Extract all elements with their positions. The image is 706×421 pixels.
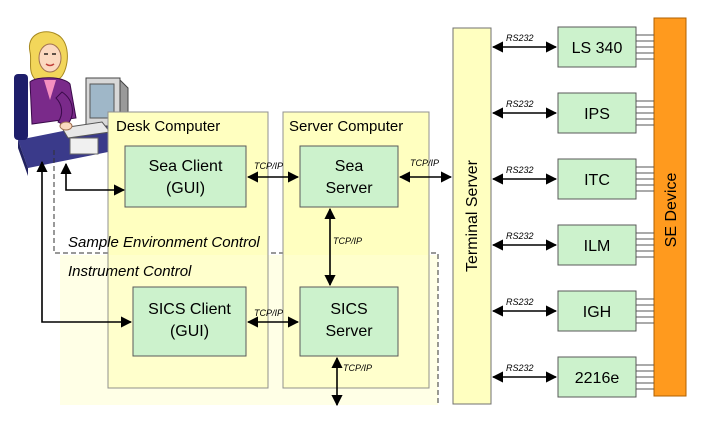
tcpip-label-sea-link: TCP/IP [254,161,283,171]
rs232-label: RS232 [506,231,534,241]
rs232-label: RS232 [506,363,534,373]
sea-server-box [299,145,399,208]
device-box [557,158,637,200]
server-computer-title: Server Computer [289,118,403,135]
control-boundary-dashed [53,150,439,405]
device-box [557,26,637,68]
se-device-label: SE Device [663,173,680,248]
rs232-label: RS232 [506,33,534,43]
sea-server-sublabel: Server [325,180,373,197]
device-label: LS 340 [572,40,623,57]
sea-server-label: Sea [335,158,364,175]
instrument-control-label: Instrument Control [68,263,192,280]
sics-client-sublabel: (GUI) [170,323,209,340]
sea-client-label: Sea Client [149,158,223,175]
device-label: 2216e [575,370,620,387]
tcpip-label-downlink: TCP/IP [343,363,372,373]
rs232-label: RS232 [506,297,534,307]
tcpip-label-vertical: TCP/IP [333,236,362,246]
desk-computer-title: Desk Computer [116,118,220,135]
user-to-sics-client-link [41,170,133,328]
sea-client-box [124,145,247,208]
se-device-box [653,17,687,397]
sics-server-label: SICS [330,301,367,318]
device-box [557,92,637,134]
tcpip-label-terminal-link: TCP/IP [410,158,439,168]
rs232-label: RS232 [506,99,534,109]
sics-server-box [299,286,399,357]
sea-client-sublabel: (GUI) [166,180,205,197]
device-label: ILM [584,238,611,255]
sics-client-box [132,286,247,357]
device-box [557,356,637,398]
user-at-computer-clipart-icon [14,31,129,176]
device-box [557,224,637,266]
user-to-sea-client-link [65,172,126,196]
rs232-label: RS232 [506,165,534,175]
terminal-server-box [452,27,492,405]
device-box [557,290,637,332]
device-label: IPS [584,106,610,123]
device-label: IGH [583,304,611,321]
device-label: ITC [584,172,610,189]
tcpip-label-sics-link: TCP/IP [254,308,283,318]
sample-environment-control-label: Sample Environment Control [68,234,260,251]
terminal-server-label: Terminal Server [464,159,481,272]
sics-client-label: SICS Client [148,301,231,318]
sics-server-sublabel: Server [325,323,373,340]
